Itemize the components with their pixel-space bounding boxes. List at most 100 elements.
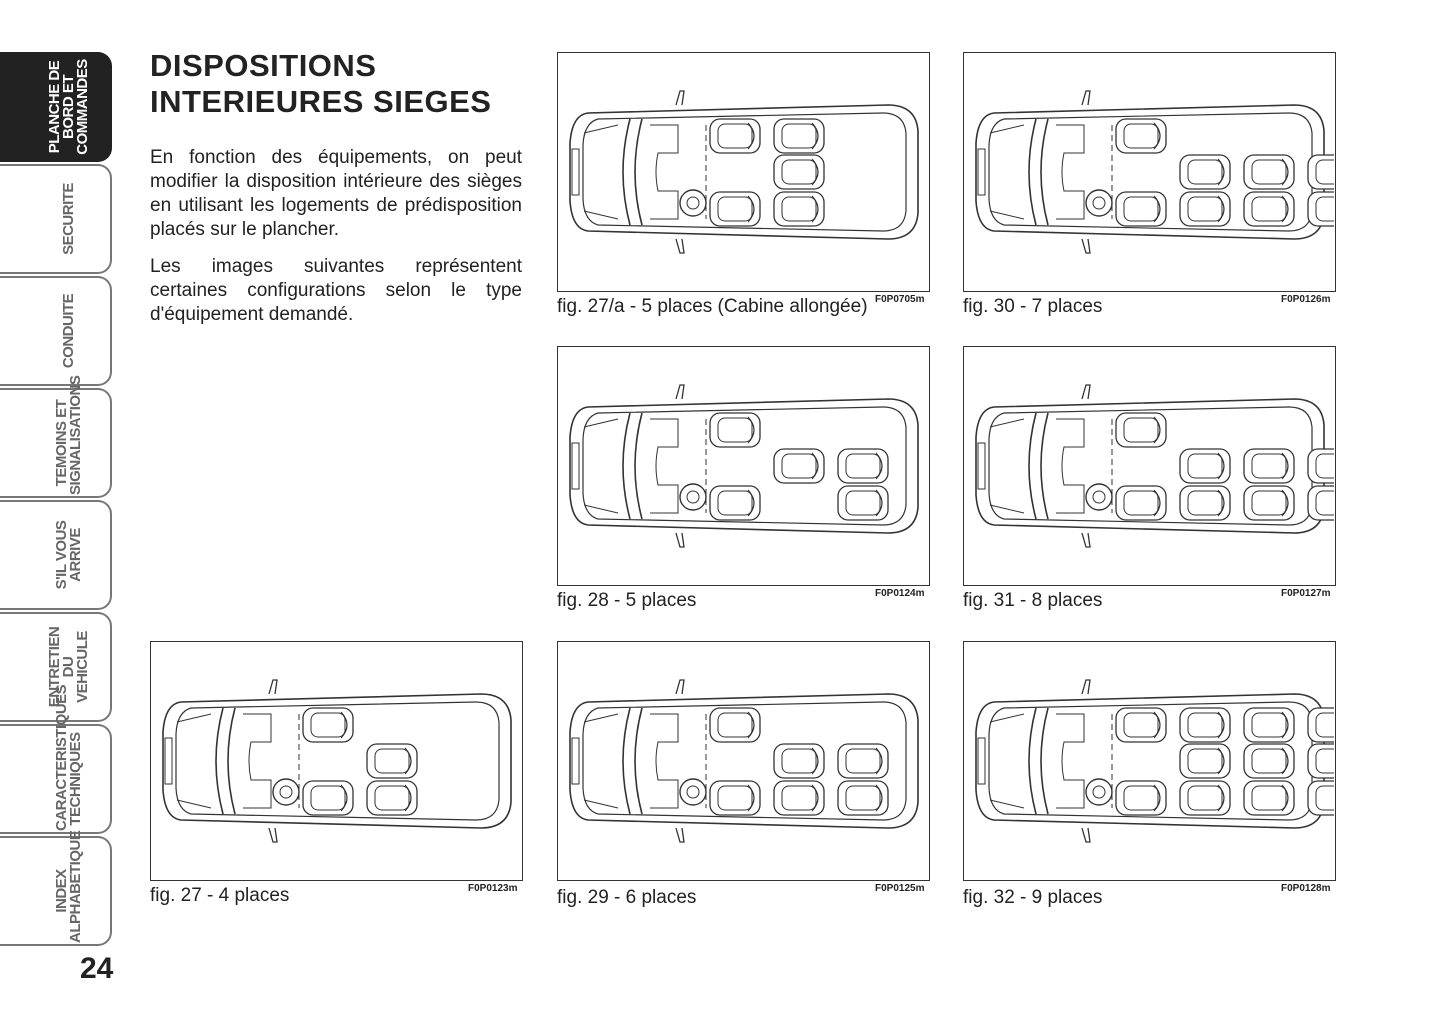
seat-inner (781, 123, 817, 149)
seat-inner (1251, 159, 1287, 185)
van-inner-outline (582, 406, 907, 526)
seat-inner (1251, 712, 1287, 738)
seat-cushion (1307, 743, 1334, 779)
tab-label: CONDUITE (60, 293, 77, 369)
van-drawing (975, 90, 1334, 254)
seat-inner (1315, 453, 1334, 479)
front-grille (977, 442, 986, 490)
left-mirror (675, 90, 685, 106)
bonnet-lines (583, 713, 619, 809)
right-mirror (1081, 532, 1091, 548)
seat-cushion (366, 780, 418, 816)
right-mirror (675, 238, 685, 254)
van-seat-diagram (975, 384, 1334, 548)
seat (1115, 780, 1167, 816)
windscreen (1028, 707, 1049, 815)
tab-label: TEMOINS ET SIGNALISATIONS (53, 375, 84, 495)
figure-code: F0P0128m (1281, 883, 1331, 894)
front-grille (164, 737, 173, 785)
tab-temoins[interactable]: TEMOINS ET SIGNALISATIONS (0, 375, 112, 498)
seat-inner (717, 490, 753, 516)
front-grille (571, 442, 580, 490)
bonnet-lines (583, 418, 619, 514)
seat-inner (310, 712, 346, 738)
seat (709, 485, 761, 521)
body-paragraph: En fonction des équipements, on peut mod… (150, 147, 522, 240)
dashboard (650, 124, 679, 220)
seat-cushion (1307, 448, 1334, 484)
seat-cushion (1243, 485, 1295, 521)
seat (1243, 780, 1295, 816)
seat (1179, 485, 1231, 521)
seat-cushion (773, 780, 825, 816)
seat-inner (1123, 196, 1159, 222)
figure-caption: fig. 31 - 8 places (963, 590, 1103, 611)
seat (1307, 780, 1334, 816)
tab-entretien[interactable]: ENTRETIEN DU VEHICULE (0, 612, 112, 722)
seat (1243, 448, 1295, 484)
seat-inner (845, 748, 881, 774)
seat (709, 780, 761, 816)
figure-frame (557, 641, 930, 881)
seat-inner (781, 159, 817, 185)
seat (1179, 780, 1231, 816)
seat-inner (1187, 490, 1223, 516)
seat (1307, 448, 1334, 484)
right-mirror (268, 827, 278, 843)
tab-securite[interactable]: SECURITE (0, 164, 112, 274)
seat-cushion (773, 154, 825, 190)
seat-inner (1187, 712, 1223, 738)
van-inner-outline (175, 701, 500, 821)
tab-conduite[interactable]: CONDUITE (0, 276, 112, 386)
bonnet-lines (989, 418, 1025, 514)
seat (302, 707, 354, 743)
seat-cushion (837, 743, 889, 779)
figure-code: F0P0705m (875, 294, 925, 305)
seat-cushion (709, 707, 761, 743)
seat-inner (845, 453, 881, 479)
body-paragraph: Les images suivantes représentent certai… (150, 256, 522, 325)
seat-back (811, 747, 819, 775)
seat (1307, 743, 1334, 779)
steering-hub (686, 196, 700, 210)
seat-cushion (1307, 780, 1334, 816)
steering-hub (1092, 785, 1106, 799)
tab-planche-de-bord[interactable]: PLANCHE DE BORD ET COMMANDES (0, 52, 112, 162)
seat-back (1153, 195, 1161, 223)
figure-frame (963, 346, 1336, 586)
van-drawing (569, 679, 919, 843)
seat-cushion (1179, 485, 1231, 521)
seat-back (875, 489, 883, 517)
tab-sil-vous-arrive[interactable]: S'IL VOUS ARRIVE (0, 500, 112, 610)
front-grille (977, 148, 986, 196)
seat-cushion (773, 743, 825, 779)
seat-inner (781, 785, 817, 811)
seat-inner (1315, 712, 1334, 738)
tab-caracteristiques[interactable]: CARACTERISTIQUES TECHNIQUES (0, 684, 112, 834)
seat (1179, 743, 1231, 779)
van-inner-outline (582, 701, 907, 821)
seat (1179, 707, 1231, 743)
body-text: En fonction des équipements, on peut mod… (150, 146, 522, 340)
seat-back (1281, 195, 1289, 223)
left-mirror (675, 679, 685, 695)
steering-hub (279, 785, 293, 799)
tab-index[interactable]: INDEX ALPHABETIQUE (0, 831, 112, 946)
seat-inner (781, 748, 817, 774)
seat (837, 743, 889, 779)
van-inner-outline (988, 406, 1313, 526)
page-title-line1: DISPOSITIONS (150, 48, 377, 83)
seat-inner (1315, 196, 1334, 222)
dashboard (650, 418, 679, 514)
left-mirror (268, 679, 278, 695)
seat-back (1153, 122, 1161, 150)
seat (709, 118, 761, 154)
seat-inner (781, 453, 817, 479)
seat-cushion (709, 191, 761, 227)
seat (1243, 743, 1295, 779)
tab-label: CARACTERISTIQUES TECHNIQUES (53, 684, 84, 831)
van-seat-diagram (975, 90, 1334, 254)
seat-cushion (709, 780, 761, 816)
page-number: 24 (80, 952, 114, 985)
seat-back (1217, 452, 1225, 480)
